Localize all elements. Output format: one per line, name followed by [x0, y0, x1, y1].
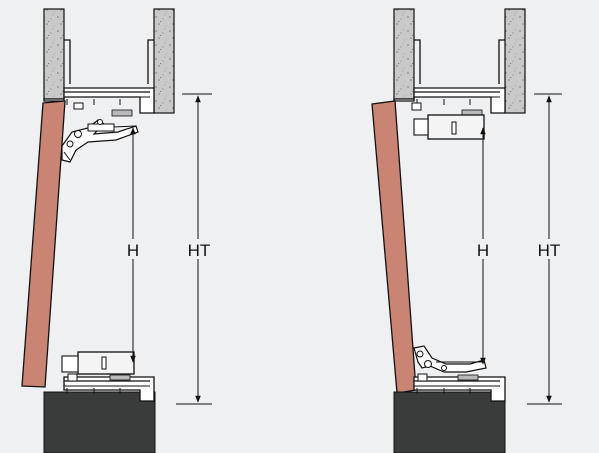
dimension-ht-right: HT: [527, 93, 565, 405]
right-diagram: H HT: [371, 8, 565, 453]
granite-panel-right: [504, 8, 526, 114]
dimension-ht-left: HT: [176, 93, 214, 405]
hinge-lift-arm-right: [413, 345, 487, 373]
label-h-left: H: [127, 241, 139, 260]
label-ht-right: HT: [538, 241, 561, 260]
left-diagram: H HT: [21, 8, 214, 453]
hinge-lift-arm-left: [61, 119, 139, 163]
left-upper-cabinet: [43, 8, 175, 117]
right-base-cabinet: [393, 373, 506, 453]
right-upper-cabinet: [393, 8, 526, 117]
dimension-h-right: H: [474, 127, 492, 365]
granite-panel-left: [43, 8, 65, 100]
label-ht-left: HT: [188, 241, 211, 260]
lift-unit-box-right: [413, 114, 485, 140]
dimension-h-left: H: [124, 127, 142, 363]
base-cabinet-body: [43, 391, 156, 453]
lift-unit-box-left: [61, 351, 135, 375]
base-cabinet-top: [63, 376, 155, 402]
granite-panel-right: [153, 8, 175, 114]
left-base-cabinet: [43, 373, 156, 453]
label-h-right: H: [477, 241, 489, 260]
door-panel-right: [371, 100, 417, 394]
door-panel-left: [21, 100, 66, 388]
granite-panel-left: [393, 8, 415, 100]
base-cabinet-body: [393, 391, 506, 453]
base-cabinet-top: [413, 376, 506, 402]
